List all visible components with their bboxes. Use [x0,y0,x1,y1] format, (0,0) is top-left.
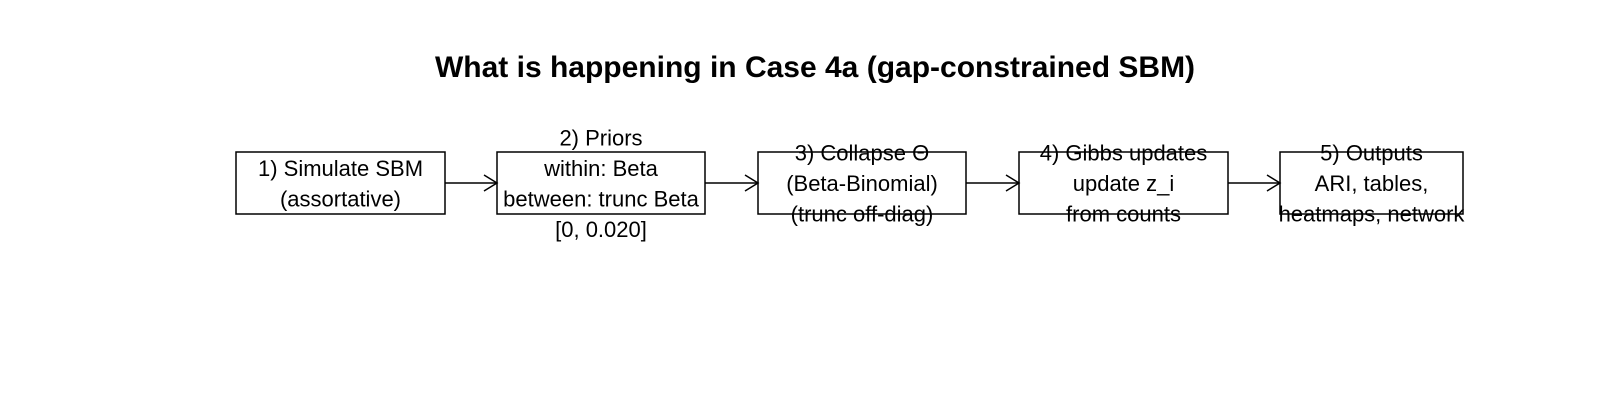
step-5-line-2: ARI, tables, [1315,171,1429,196]
step-4-line-1: 4) Gibbs updates [1040,141,1208,166]
step-2-line-2: within: Beta [543,156,658,181]
arrow-head [483,174,499,192]
step-1-line-1: 1) Simulate SBM [258,156,423,181]
arrow-4-to-5 [1228,174,1282,192]
steps-layer: 1) Simulate SBM (assortative) 2) Priors wit… [235,125,1466,242]
step-5-line-3: heatmaps, network [1279,202,1466,227]
step-4-line-3: from counts [1066,202,1181,227]
arrows-layer [445,174,1282,192]
step-1-line-2: (assortative) [280,186,401,211]
arrow-head [1266,174,1282,192]
step-box-1: 1) Simulate SBM (assortative) [235,151,446,215]
arrow-head [1005,174,1021,192]
step-4-line-2: update z_i [1073,171,1175,196]
step-3-line-3: (trunc off-diag) [791,202,934,227]
step-3-line-2: (Beta-Binomial) [786,171,938,196]
step-2-line-3: between: trunc Beta [503,186,699,211]
arrow-3-to-4 [966,174,1021,192]
arrow-head [744,174,760,192]
arrow-2-to-3 [705,174,760,192]
step-box-3: 3) Collapse Θ (Beta-Binomial) (trunc off-d… [757,141,967,227]
step-2-line-1: 2) Priors [559,125,642,150]
arrow-1-to-2 [445,174,499,192]
step-2-line-4: [0, 0.020] [555,217,647,242]
step-box-2: 2) Priors within: Beta between: trunc Beta… [496,125,706,242]
step-5-line-1: 5) Outputs [1320,141,1423,166]
diagram-title: What is happening in Case 4a (gap-constr… [435,51,1195,84]
step-3-line-1: 3) Collapse Θ [795,141,930,166]
